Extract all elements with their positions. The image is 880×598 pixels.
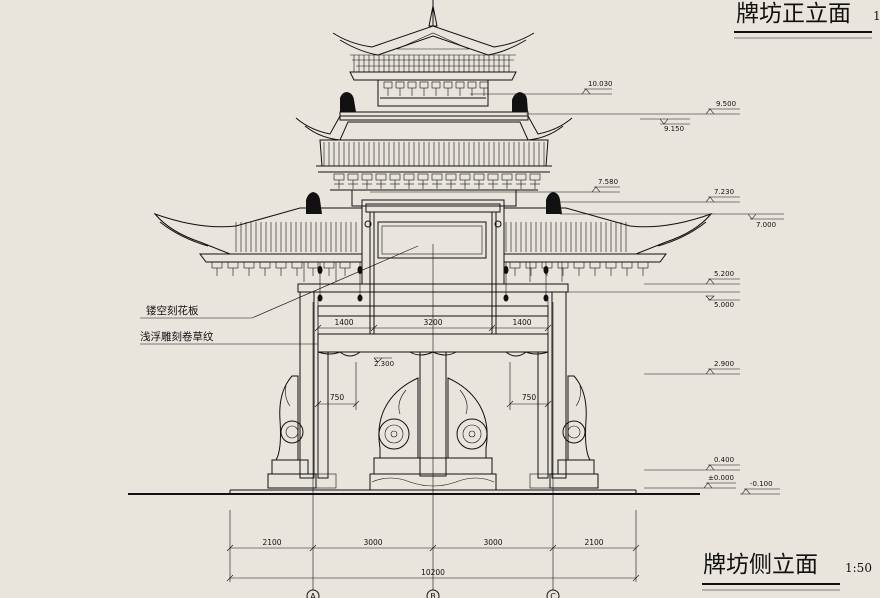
dim-upper-left: 1400 [334, 318, 353, 327]
elev-9150: 9.150 [664, 125, 684, 133]
elev-10030: 10.030 [588, 80, 613, 88]
title-side: 牌坊侧立面 1:50 [702, 552, 872, 591]
axis-label-b: B [430, 592, 436, 598]
drum-stone-center-right [447, 377, 488, 459]
dim-upper-right: 1400 [512, 318, 531, 327]
elev-5000: 5.000 [714, 301, 734, 309]
dim-total: 10200 [421, 568, 445, 577]
title-front-elevation: 牌坊正立面 [736, 1, 851, 27]
hanging-ornaments [303, 262, 563, 302]
guardian-lion-upper-left [340, 92, 356, 112]
name-plaque [377, 221, 487, 259]
dim-bottom-4: 2100 [584, 538, 603, 547]
upper-dimension-chain [314, 324, 552, 332]
title-side-scale: 1:50 [845, 561, 872, 575]
drum-stone-left-outer [275, 375, 304, 461]
middle-roof [295, 111, 573, 207]
dim-upper-mid: 3200 [423, 318, 442, 327]
elev-5200: 5.200 [714, 270, 734, 278]
guardian-lion-lower-right [546, 192, 562, 214]
lower-roof-left [153, 207, 363, 276]
dim-bracket-left: 750 [330, 393, 345, 402]
elev-0400: 0.400 [714, 456, 734, 464]
elev-7580: 7.580 [598, 178, 618, 186]
guardian-lion-lower-left [306, 192, 322, 214]
note-hollow-carved-panel: 镂空刻花板 [146, 304, 199, 317]
title-side-elevation: 牌坊侧立面 [703, 552, 818, 578]
elev-7230: 7.230 [714, 188, 734, 196]
elev-7000: 7.000 [756, 221, 776, 229]
axis-label-c: C [550, 592, 556, 598]
bottom-dimension-chain [226, 510, 640, 582]
title-front: 牌坊正立面 1 [734, 1, 880, 39]
drum-stone-center-left [378, 377, 419, 459]
title-front-scale: 1 [873, 9, 880, 23]
drum-stone-right-outer [562, 375, 591, 461]
annotation-leaders [140, 245, 419, 345]
lower-roof-right [503, 207, 713, 276]
ground-line [128, 489, 700, 495]
elev-0000: ±0.000 [708, 474, 734, 482]
axis-bubbles: A B C [306, 589, 560, 598]
axis-lines [312, 244, 554, 590]
dim-bottom-1: 2100 [262, 538, 281, 547]
axis-label-a: A [310, 592, 316, 598]
elev-9500: 9.500 [716, 100, 736, 108]
dim-bottom-3: 3000 [483, 538, 502, 547]
elevation-markers [300, 88, 784, 495]
elev-minus-0100: -0.100 [750, 480, 773, 488]
dim-bracket-right: 750 [522, 393, 537, 402]
guardian-lion-upper-right [512, 92, 528, 112]
top-roof [332, 0, 535, 107]
note-relief-scroll-pattern: 浅浮雕刻卷草纹 [140, 330, 214, 343]
elev-2900: 2.900 [714, 360, 734, 368]
bracket-dimensions [314, 362, 552, 410]
elev-2300: 2.300 [374, 360, 394, 368]
dim-bottom-2: 3000 [363, 538, 382, 547]
